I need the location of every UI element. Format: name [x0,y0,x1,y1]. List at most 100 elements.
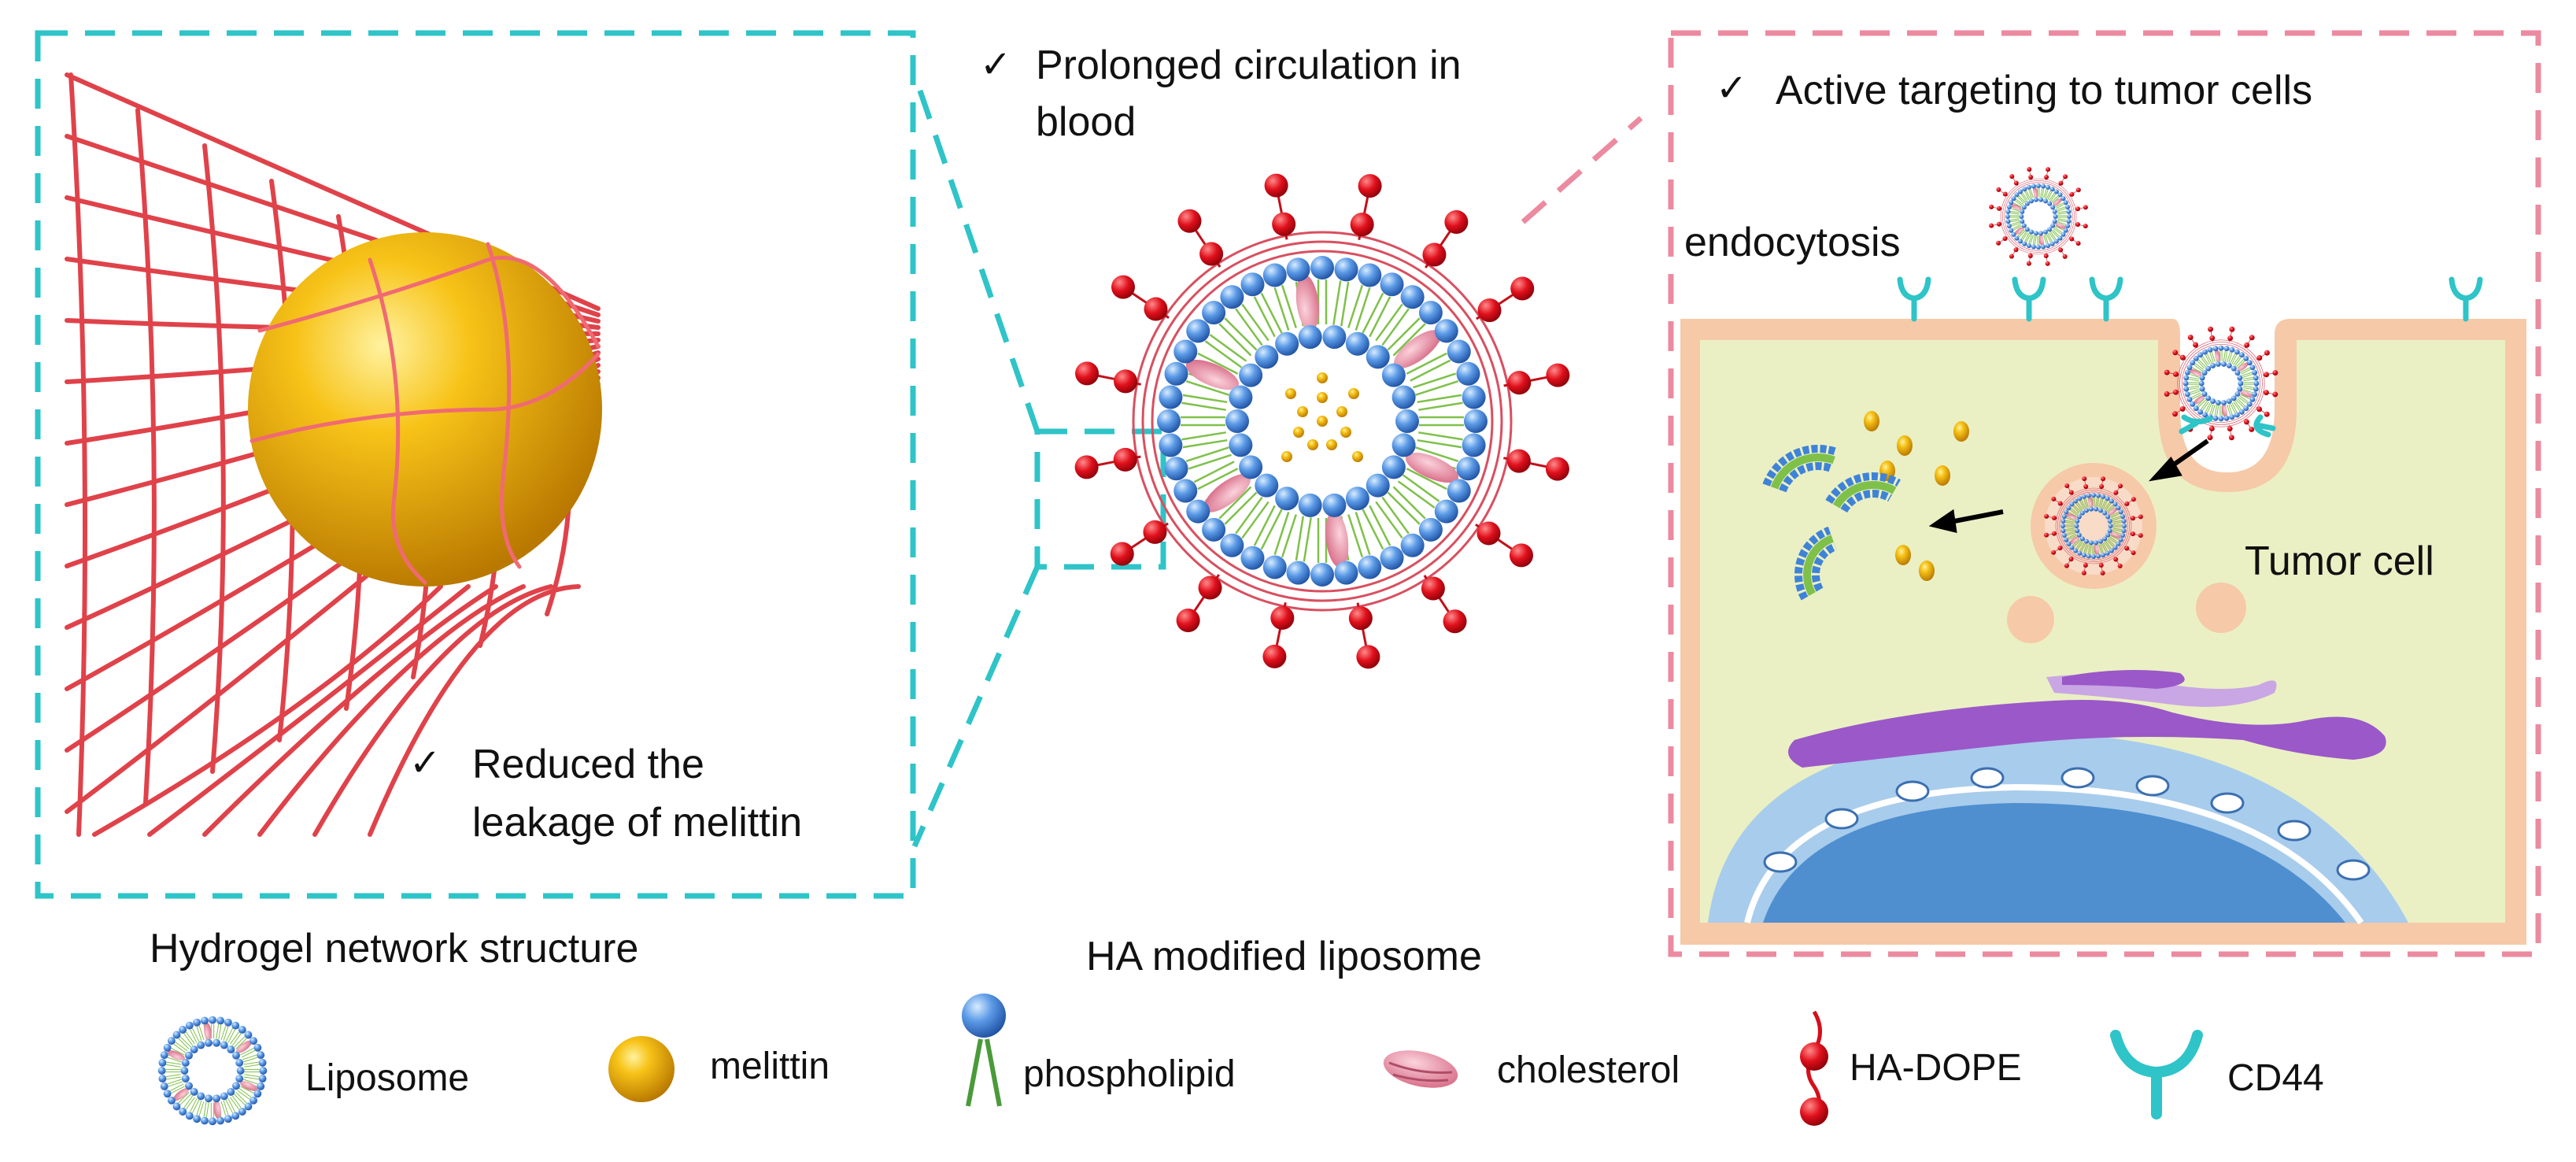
lipid-tail [244,1068,260,1073]
ha-dope [2058,180,2064,186]
lipid-tail [2049,192,2057,202]
er-fold [2062,670,2185,689]
phospholipid-head [2107,518,2112,524]
phospholipid-head [2084,538,2090,544]
phospholipid-head [1380,272,1404,297]
phospholipid-head [2243,405,2249,412]
phospholipid-head [193,1018,201,1027]
hydrogel-note-line2: leakage of melittin [472,800,802,846]
tumor-note: Active targeting to tumor cells [1776,68,2312,113]
phospholipid-head [232,1051,240,1060]
ha-dope [1510,276,1535,301]
phospholipid-head [2073,548,2079,553]
phospholipid-head [249,1096,258,1105]
phospholipid-head [2197,352,2204,358]
lipid-tail [2066,531,2076,536]
phospholipid-head [2183,375,2190,381]
tumor-frame [1668,30,2541,957]
phospholipid-head [2022,241,2027,246]
cholesterol [236,1040,252,1053]
phospholipid-head [2014,235,2020,241]
cholesterol [2193,395,2205,405]
lipid-tail [1332,280,1350,327]
check-icon: ✓ [1716,68,1747,109]
melittin-particle [1897,435,1913,456]
phospholipid-head [2077,496,2083,501]
lipid-tail [2020,192,2028,202]
lipid-tail [2057,218,2067,223]
cd44-receptors [1897,276,2483,438]
ha-dope [2113,557,2119,562]
liposome-note-line2: blood [1036,99,1136,145]
ha-dope [2043,253,2049,259]
phospholipid-head [2184,391,2190,398]
cholesterol [2053,198,2063,206]
phospholipid-head [1240,546,1265,570]
phospholipid-head [2074,524,2079,528]
phospholipid-head [259,1067,268,1075]
phospholipid-head [181,1075,190,1082]
ha-dope [2272,391,2278,398]
phospholipid-head [220,1092,228,1101]
phospholipid-head [1391,385,1416,409]
phospholipid-head [2182,380,2189,387]
ha-modified-liposome [1074,173,1570,669]
cholesterol [2088,496,2094,509]
lipid-tail [2243,382,2254,385]
ha-dope [2164,390,2170,397]
melittin-particle [1340,427,1351,438]
phospholipid-head [2069,545,2075,550]
nuclear-pore [1763,851,1798,873]
endocytosis-label: endocytosis [1684,220,1901,265]
lipid-tail [178,1036,191,1049]
phospholipid-head [2234,349,2240,355]
mesh-strand [135,108,157,805]
ha-dope [2027,167,2032,172]
tumor-panel: ✓ Active targeting to tumor cells endocy… [1668,30,2541,957]
lipid-tail [225,1028,235,1043]
hydrogel-frame [35,30,916,899]
ha-dope [2264,411,2270,417]
phospholipid-head [2183,386,2190,392]
phospholipid-head [1434,499,1458,524]
liposome-panel: ✓ Prolonged circulation in blood HA modi… [980,43,1570,979]
mesh-strand [92,584,443,837]
phospholipid-head [179,1025,187,1034]
ha-dope [1356,645,1380,669]
phospholipid-head [2060,518,2066,524]
mesh-strand-front [486,242,522,569]
lipid-tail [2072,538,2081,547]
phospholipid-head [2033,231,2038,236]
phospholipid-head [258,1075,267,1083]
phospholipid-head [224,1018,232,1027]
phospholipid-head [2252,391,2258,398]
nuclear-pore [1970,767,2005,789]
arrow-head [2148,456,2182,482]
ha-dope [1074,455,1099,479]
phospholipid-head [2073,498,2079,504]
lipid-tail [234,1092,247,1105]
phospholipid-head [2121,528,2127,534]
ha-dope [2013,247,2019,253]
ha-dope [2075,241,2081,246]
phospholipid-head [2047,201,2053,206]
cd44-receptor [2012,276,2046,322]
ha-dope [2044,513,2049,519]
ha-dope [2057,546,2063,551]
phospholipid-head [2024,227,2030,232]
nuclear-pore [1824,808,1859,830]
legend-label: Liposome [305,1057,469,1099]
phospholipid-head [2238,352,2245,358]
lipid-tail [2242,372,2253,378]
ha-dope [2124,546,2130,551]
ha-dope [2264,390,2269,396]
arrow-to-release [1950,509,2004,524]
phospholipid-head [2086,553,2091,559]
ha-dope [1422,242,1447,267]
ha-dope [2138,533,2143,538]
melittin-particle [1317,392,1328,403]
liposome-icon [157,1016,268,1126]
ha-dope [1996,221,2001,227]
lipid-tail [1387,486,1426,525]
ha-dope [2051,531,2057,536]
